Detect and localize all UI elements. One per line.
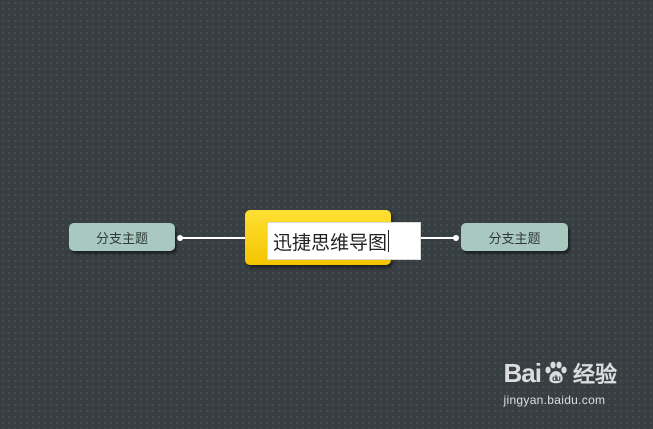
branch-topic-label: 分支主题 [95, 231, 148, 247]
central-topic-text-editor[interactable]: 迅捷思维导图 [267, 222, 421, 260]
watermark-url: jingyan.baidu.com [503, 393, 606, 407]
left-connector-line [180, 237, 246, 239]
svg-text:du: du [552, 374, 561, 383]
paw-icon: du [545, 361, 567, 384]
watermark-brand-suffix: 经验 [572, 362, 617, 387]
central-topic-text: 迅捷思维导图 [273, 231, 388, 254]
branch-topic-left[interactable]: 分支主题 [69, 223, 175, 251]
baidu-jingyan-watermark: Bai du 经验 jingyan.baidu.com [503, 357, 617, 408]
right-connector-line [420, 237, 456, 239]
watermark-logo: Bai du 经验 [504, 357, 617, 389]
branch-topic-label: 分支主题 [488, 231, 541, 247]
watermark-brand-prefix: Bai [503, 357, 542, 388]
text-caret [388, 230, 390, 252]
right-connector-dot [453, 235, 459, 241]
left-connector-dot [177, 235, 183, 241]
branch-topic-right[interactable]: 分支主题 [461, 223, 568, 251]
